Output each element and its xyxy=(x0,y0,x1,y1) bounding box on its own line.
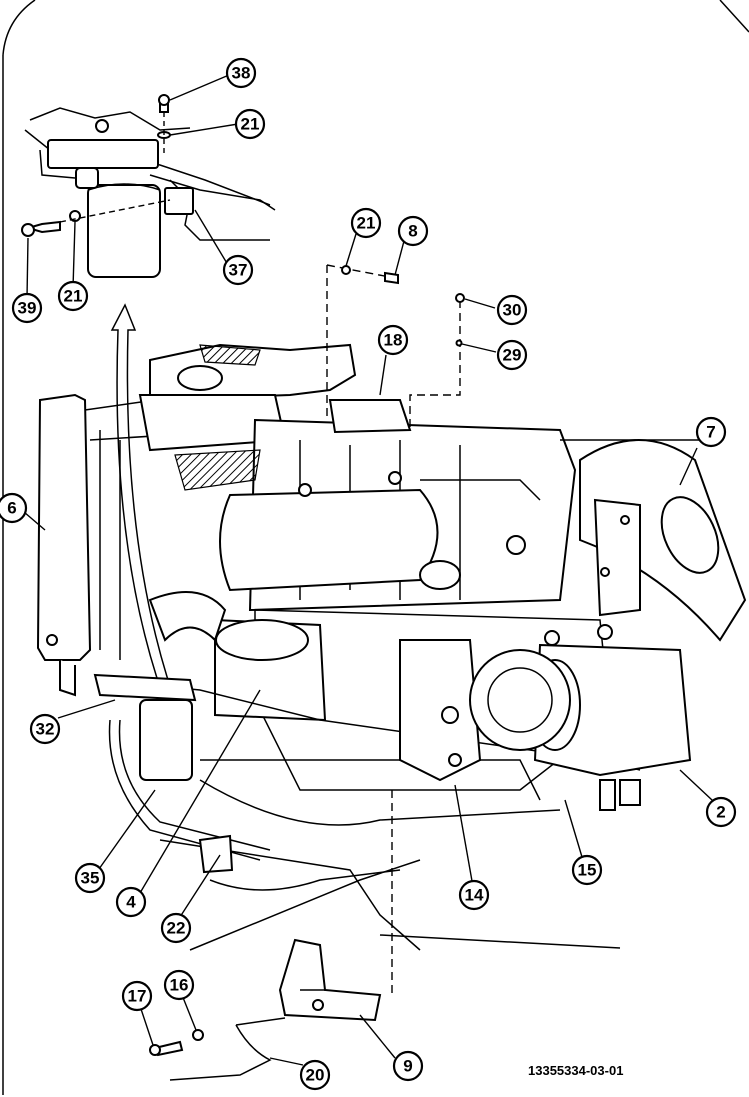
callout-35: 35 xyxy=(74,862,106,894)
svg-text:15: 15 xyxy=(578,861,597,880)
coolant-tank xyxy=(36,393,251,697)
callout-37: 37 xyxy=(222,254,254,286)
callout-21: 21 xyxy=(57,280,89,312)
callout-18: 18 xyxy=(377,324,409,356)
hose-and-clamp xyxy=(159,834,621,951)
svg-text:30: 30 xyxy=(503,301,522,320)
svg-text:21: 21 xyxy=(357,214,376,233)
bracket-assembly xyxy=(149,790,393,1081)
callout-16: 16 xyxy=(163,969,195,1001)
callout-21: 21 xyxy=(350,207,382,239)
svg-text:14: 14 xyxy=(465,886,484,905)
svg-text:6: 6 xyxy=(7,499,16,518)
svg-text:35: 35 xyxy=(81,869,100,888)
callout-7: 7 xyxy=(695,416,727,448)
callout-38: 38 xyxy=(225,57,257,89)
callout-14: 14 xyxy=(458,879,490,911)
callout-6: 6 xyxy=(0,492,28,524)
svg-text:38: 38 xyxy=(232,64,251,83)
callout-29: 29 xyxy=(496,339,528,371)
reference-arrow xyxy=(110,303,181,716)
callout-leaders xyxy=(23,74,713,1066)
callout-32: 32 xyxy=(29,713,61,745)
callout-15: 15 xyxy=(571,854,603,886)
fuel-filter-inset xyxy=(21,94,276,278)
svg-text:8: 8 xyxy=(408,222,417,241)
svg-text:7: 7 xyxy=(706,423,715,442)
air-intake-pipe xyxy=(579,439,747,642)
hydraulic-pump xyxy=(469,624,692,811)
callout-22: 22 xyxy=(160,912,192,944)
lower-fuel-filter xyxy=(93,673,271,861)
callout-2: 2 xyxy=(705,796,737,828)
callout-9: 9 xyxy=(392,1050,424,1082)
engine-block xyxy=(99,343,720,826)
svg-text:20: 20 xyxy=(306,1066,325,1085)
callout-4: 4 xyxy=(115,886,147,918)
callouts: 38 21 37 39 21 21 8 30 29 18 7 6 32 35 4… xyxy=(0,57,737,1091)
svg-text:22: 22 xyxy=(167,919,186,938)
svg-text:29: 29 xyxy=(503,346,522,365)
svg-text:39: 39 xyxy=(18,299,37,318)
callout-20: 20 xyxy=(299,1059,331,1091)
svg-text:17: 17 xyxy=(128,987,147,1006)
svg-text:37: 37 xyxy=(229,261,248,280)
callout-39: 39 xyxy=(11,292,43,324)
callout-30: 30 xyxy=(496,294,528,326)
svg-text:21: 21 xyxy=(64,287,83,306)
callout-21: 21 xyxy=(234,108,266,140)
svg-text:2: 2 xyxy=(716,803,725,822)
svg-text:4: 4 xyxy=(126,893,136,912)
callout-8: 8 xyxy=(397,215,429,247)
svg-text:18: 18 xyxy=(384,331,403,350)
drawing-number: 13355334-03-01 xyxy=(528,1063,623,1078)
callout-17: 17 xyxy=(121,980,153,1012)
svg-text:9: 9 xyxy=(403,1057,412,1076)
svg-text:21: 21 xyxy=(241,115,260,134)
svg-text:32: 32 xyxy=(36,720,55,739)
svg-text:16: 16 xyxy=(170,976,189,995)
